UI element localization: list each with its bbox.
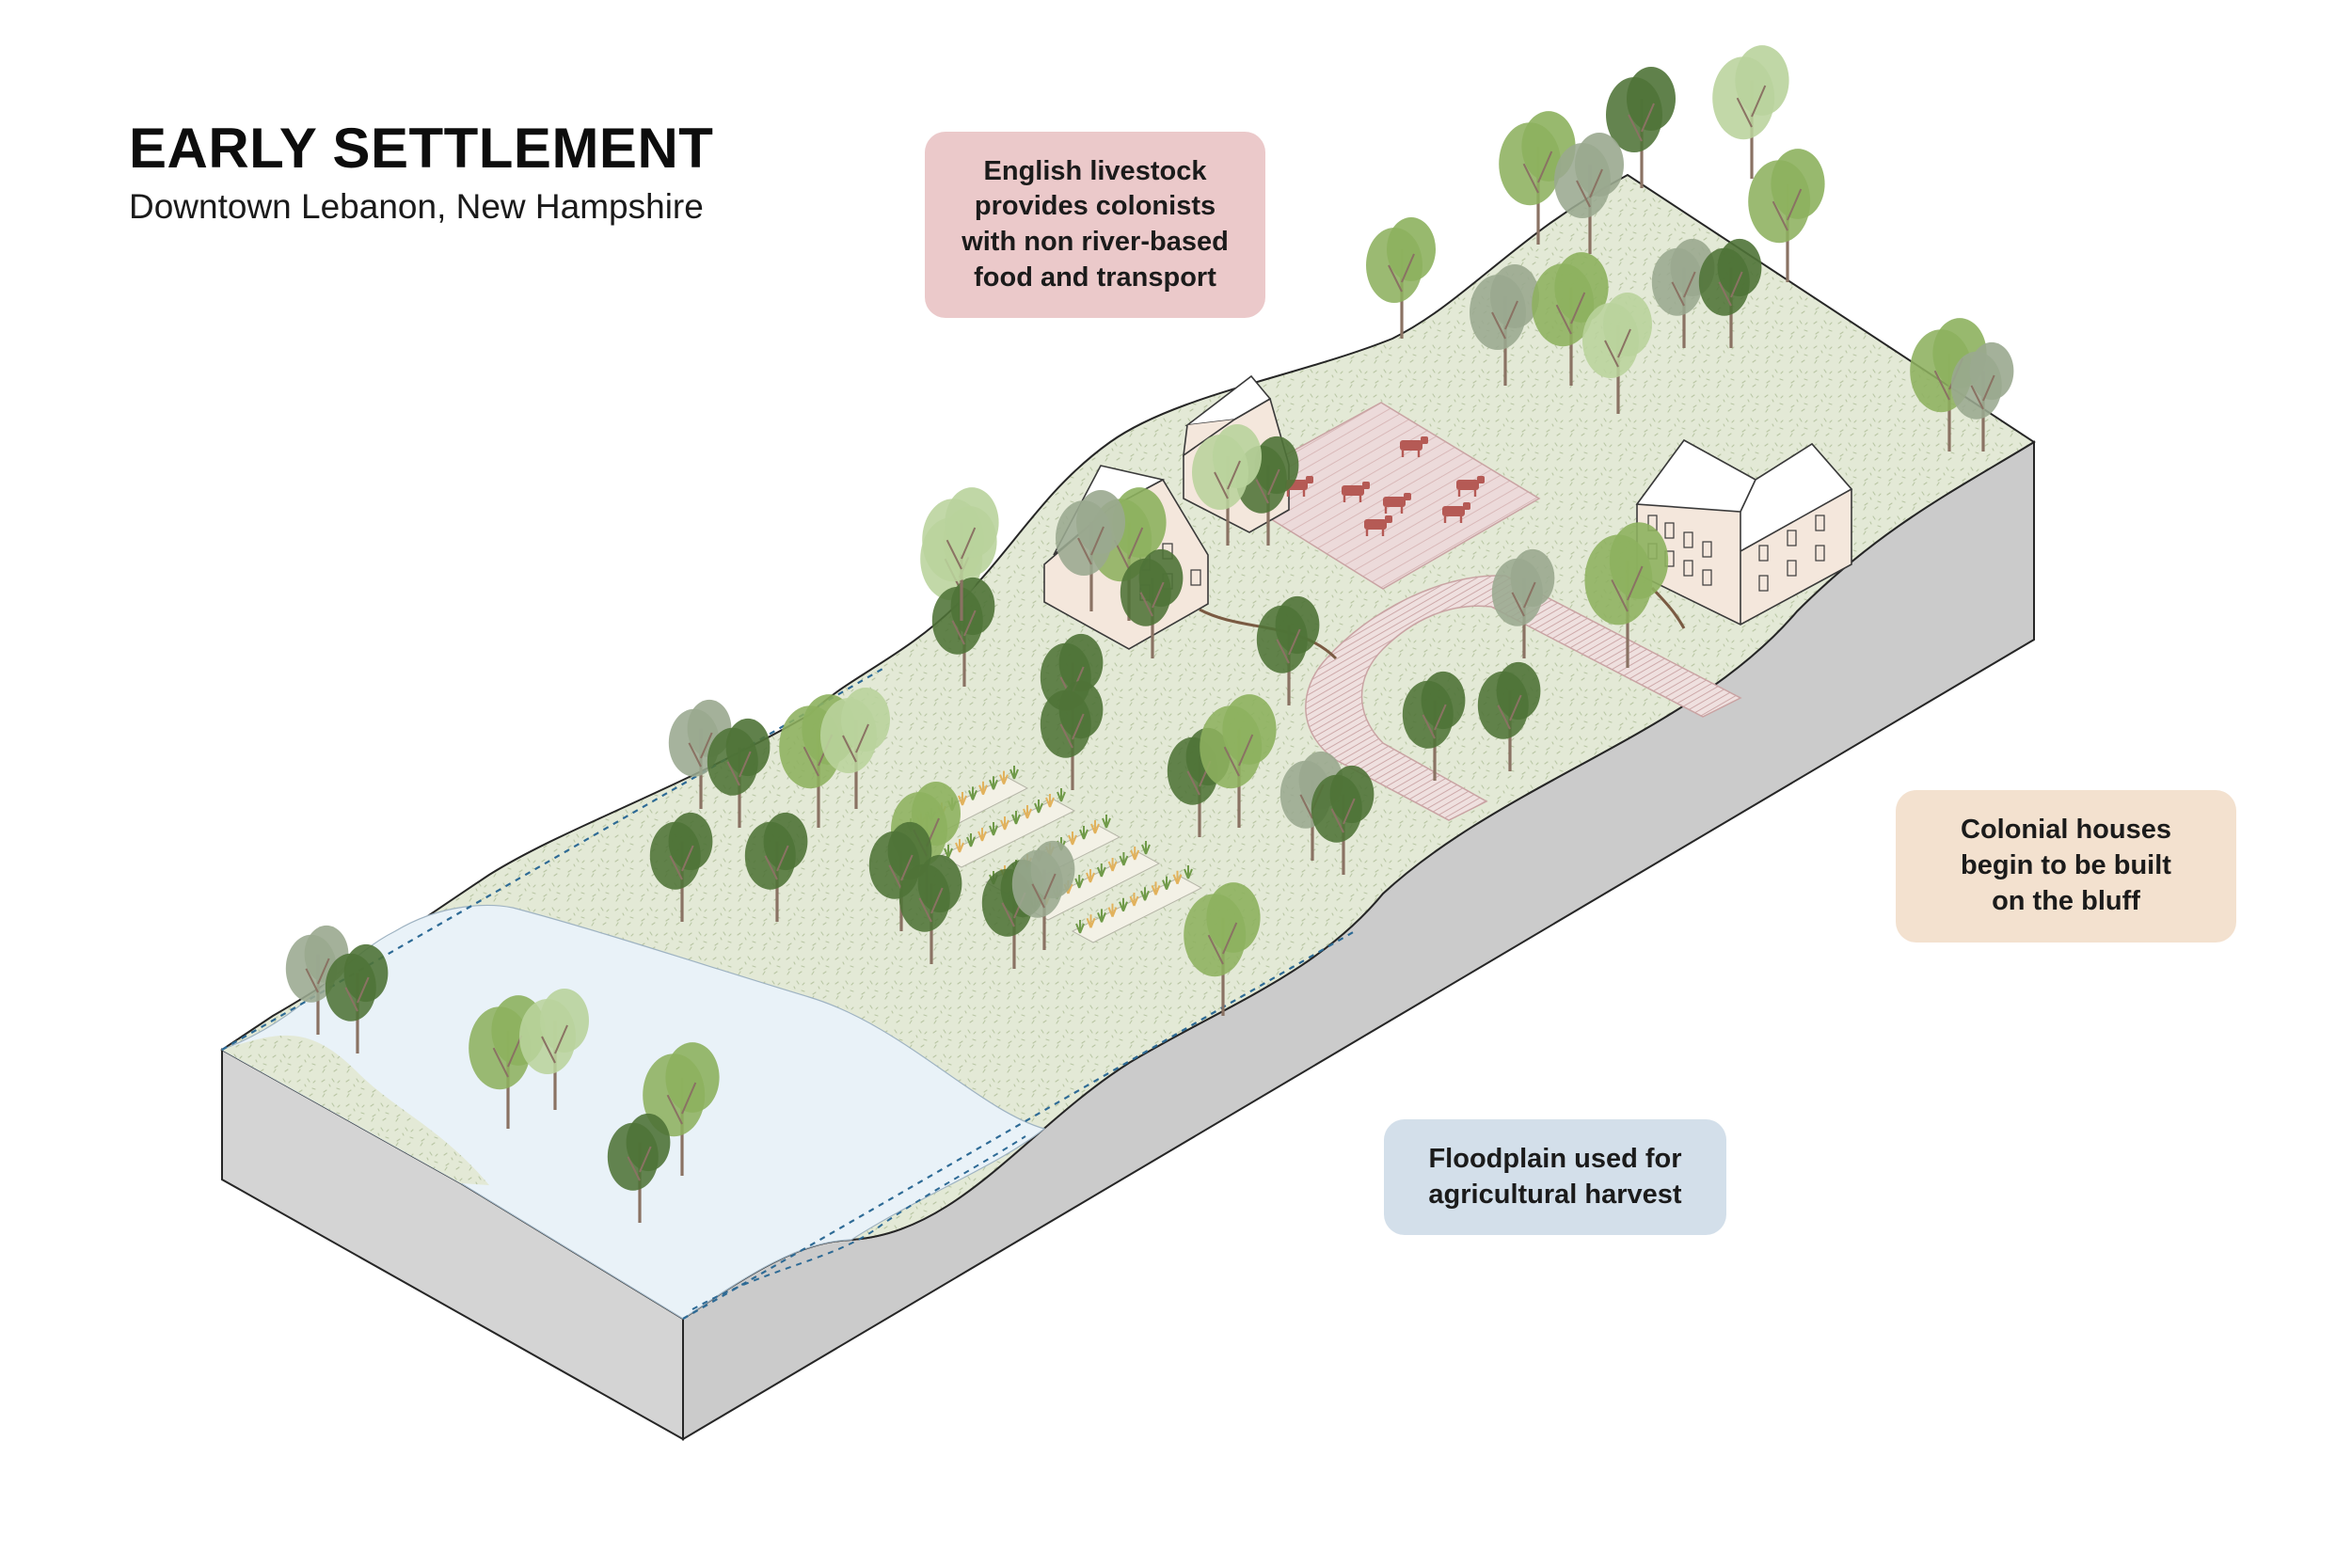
- tree-icon: [1200, 694, 1277, 828]
- tree-icon: [1748, 149, 1825, 282]
- tree-icon: [744, 812, 808, 922]
- cow-icon: [1442, 502, 1470, 523]
- cattle-herd: [1285, 436, 1485, 536]
- callout-line: Floodplain used for: [1428, 1143, 1682, 1174]
- callout-line: English livestock: [983, 155, 1207, 186]
- page-title: EARLY SETTLEMENT: [129, 117, 714, 180]
- house-icon: [1635, 438, 1853, 626]
- tree-icon: [1584, 522, 1669, 668]
- crop-icon: [939, 788, 1076, 868]
- tree-icon: [607, 1113, 671, 1223]
- crop-icon: [1071, 865, 1203, 943]
- tree-icon: [1712, 45, 1789, 179]
- tree-icon: [1651, 238, 1715, 348]
- tree-icon: [1477, 661, 1541, 771]
- tree-icon: [285, 925, 349, 1035]
- tree-icon: [1256, 595, 1320, 705]
- title-block: EARLY SETTLEMENT Downtown Lebanon, New H…: [129, 120, 713, 227]
- tree-icon: [1192, 424, 1262, 546]
- terrain-block: [220, 173, 2036, 1441]
- cow-icon: [1383, 493, 1411, 514]
- tree-icon: [649, 812, 713, 922]
- callout-line: food and transport: [974, 261, 1216, 293]
- tree-icon: [1011, 840, 1075, 950]
- tree-icon: [1311, 765, 1375, 875]
- tree-icon: [1120, 548, 1184, 658]
- tree-icon: [1402, 671, 1466, 781]
- callout-livestock: English livestock provides colonists wit…: [925, 132, 1265, 318]
- callout-line: on the bluff: [1992, 885, 2140, 916]
- tree-icon: [1366, 217, 1436, 339]
- livestock-pasture: [1221, 402, 1541, 590]
- callout-line: begin to be built: [1961, 850, 2171, 881]
- callout-line: provides colonists: [974, 191, 1216, 222]
- tree-icon: [707, 718, 771, 828]
- tree-icon: [820, 688, 890, 809]
- river-bank-south: [222, 1035, 489, 1185]
- tree-groves: [285, 45, 2014, 1223]
- tree-icon: [1532, 252, 1609, 386]
- page-subtitle: Downtown Lebanon, New Hampshire: [129, 187, 704, 226]
- cow-icon: [1456, 476, 1485, 497]
- tree-icon: [1056, 490, 1125, 611]
- tree-icon: [1184, 882, 1261, 1016]
- tree-icon: [1582, 293, 1652, 414]
- callout-floodplain: Floodplain used for agricultural harvest: [1384, 1119, 1726, 1235]
- cow-icon: [1342, 482, 1370, 502]
- tree-icon: [1950, 341, 2014, 451]
- tree-icon: [1554, 133, 1624, 254]
- callout-line: agricultural harvest: [1428, 1179, 1682, 1210]
- tree-icon: [1040, 680, 1104, 790]
- callout-line: Colonial houses: [1961, 815, 2171, 846]
- cow-icon: [1400, 436, 1428, 457]
- tree-icon: [1491, 548, 1555, 658]
- floodplain-bank-dashed: [691, 1135, 1026, 1310]
- callout-line: with non river-based: [961, 227, 1229, 257]
- tree-icon: [922, 487, 999, 621]
- tree-icon: [1470, 264, 1539, 386]
- tree-icon: [898, 854, 962, 964]
- tree-icon: [1606, 67, 1676, 188]
- callout-colonial-houses: Colonial houses begin to be built on the…: [1896, 790, 2236, 942]
- river: [220, 904, 1046, 1320]
- tree-icon: [519, 989, 589, 1110]
- tree-icon: [1698, 238, 1762, 348]
- tree-icon: [643, 1042, 720, 1176]
- cow-icon: [1364, 515, 1392, 536]
- tree-icon: [325, 943, 389, 1053]
